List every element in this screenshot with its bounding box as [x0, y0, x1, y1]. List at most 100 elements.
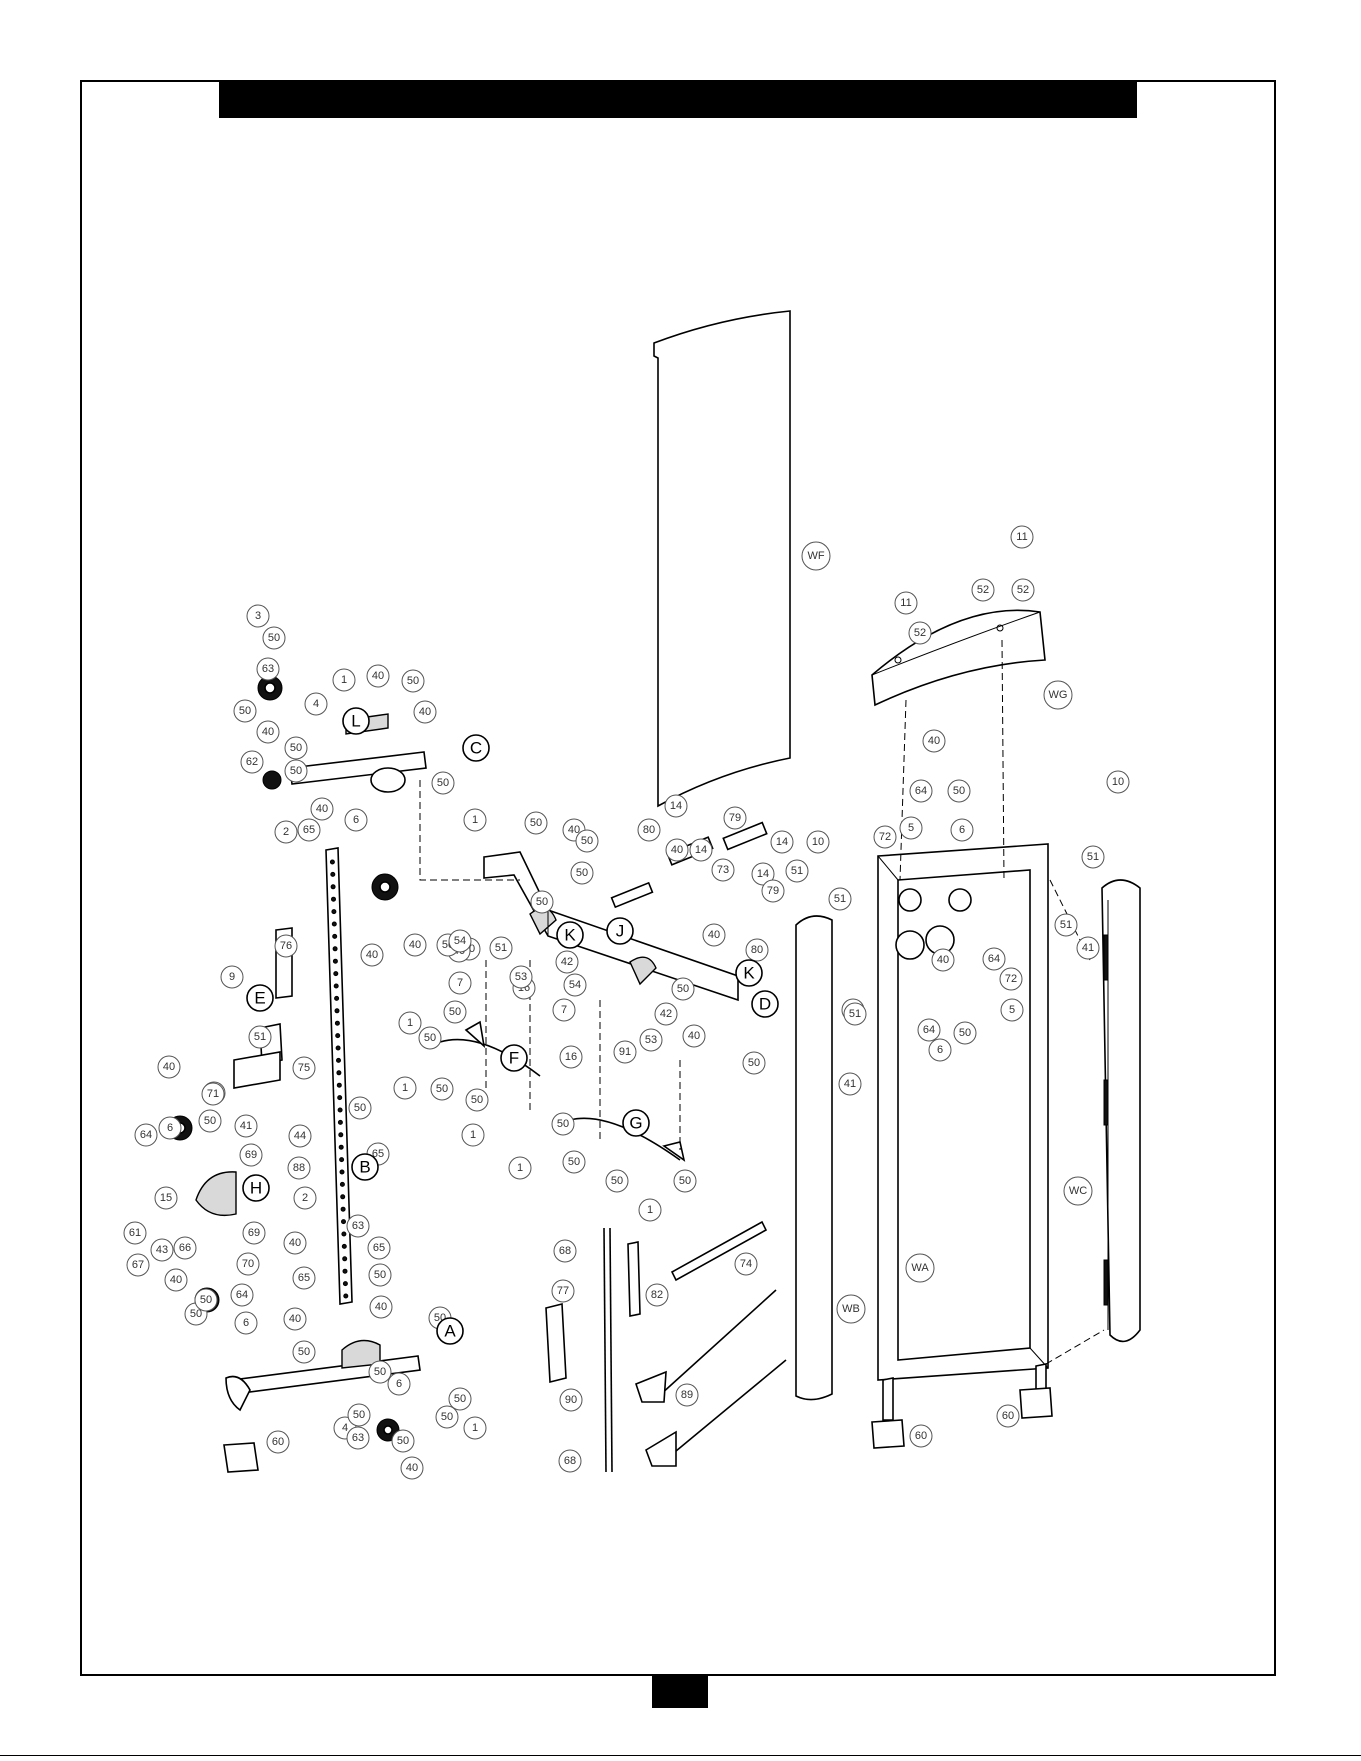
footer-rule	[0, 1755, 1361, 1756]
svg-text:F: F	[509, 1049, 519, 1068]
svg-text:50: 50	[677, 983, 689, 995]
svg-text:1: 1	[402, 1082, 408, 1094]
part-callout-72: 72	[999, 967, 1023, 991]
part-callout-3: 3	[246, 604, 270, 628]
svg-text:1: 1	[647, 1204, 653, 1216]
svg-text:54: 54	[454, 935, 466, 947]
svg-text:40: 40	[262, 726, 274, 738]
svg-text:63: 63	[352, 1432, 364, 1444]
svg-text:66: 66	[179, 1242, 191, 1254]
svg-text:50: 50	[354, 1102, 366, 1114]
part-callout-10: 10	[806, 830, 830, 854]
svg-text:50: 50	[204, 1115, 216, 1127]
part-callout-53: 53	[509, 965, 533, 989]
svg-text:40: 40	[671, 844, 683, 856]
part-callout-1: 1	[508, 1156, 532, 1180]
part-callout-1: 1	[398, 1011, 422, 1035]
part-callout-40: 40	[366, 664, 390, 688]
svg-text:14: 14	[757, 868, 769, 880]
svg-text:80: 80	[643, 824, 655, 836]
svg-text:41: 41	[240, 1120, 252, 1132]
part-callout-73: 73	[711, 858, 735, 882]
svg-text:65: 65	[303, 824, 315, 836]
column-hole	[338, 1144, 344, 1150]
part-callout-50: 50	[947, 779, 971, 803]
part-callout-50: 50	[401, 669, 425, 693]
svg-text:52: 52	[977, 584, 989, 596]
svg-text:50: 50	[441, 1411, 453, 1423]
part-callout-63: 63	[346, 1214, 370, 1238]
part-callout-40: 40	[283, 1307, 307, 1331]
svg-text:50: 50	[268, 632, 280, 644]
part-callout-50: 50	[431, 771, 455, 795]
svg-text:WF: WF	[807, 550, 824, 562]
svg-text:14: 14	[776, 836, 788, 848]
component-label-k: K	[556, 921, 584, 949]
part-callout-50: 50	[605, 1169, 629, 1193]
part-callout-51: 51	[785, 859, 809, 883]
part-callout-54: 54	[448, 929, 472, 953]
svg-text:40: 40	[409, 939, 421, 951]
svg-text:51: 51	[495, 942, 507, 954]
part-callout-41: 41	[234, 1114, 258, 1138]
part-callout-72: 72	[873, 825, 897, 849]
svg-text:89: 89	[681, 1389, 693, 1401]
column-hole	[336, 1057, 341, 1063]
svg-text:50: 50	[290, 742, 302, 754]
svg-text:K: K	[564, 926, 576, 945]
svg-text:65: 65	[372, 1148, 384, 1160]
part-callout-40: 40	[665, 838, 689, 862]
part-callout-40: 40	[922, 729, 946, 753]
part-callout-77: 77	[551, 1279, 575, 1303]
part-callout-89: 89	[675, 1383, 699, 1407]
part-callout-40: 40	[283, 1231, 307, 1255]
svg-text:50: 50	[437, 777, 449, 789]
svg-text:1: 1	[517, 1162, 523, 1174]
part-callout-42: 42	[555, 950, 579, 974]
svg-text:6: 6	[353, 814, 359, 826]
part-callout-51: 51	[828, 887, 852, 911]
part-callout-51: 51	[248, 1025, 272, 1049]
column-hole	[330, 884, 336, 890]
svg-text:65: 65	[373, 1242, 385, 1254]
part-callout-15: 15	[154, 1186, 178, 1210]
svg-text:40: 40	[163, 1061, 175, 1073]
part-callout-50: 50	[194, 1288, 218, 1312]
svg-text:WC: WC	[1069, 1185, 1087, 1197]
part-callout-40: 40	[403, 933, 427, 957]
svg-text:50: 50	[298, 1346, 310, 1358]
part-callout-51: 51	[843, 1002, 867, 1026]
part-callout-40: 40	[157, 1055, 181, 1079]
svg-text:D: D	[759, 995, 771, 1014]
part-callout-43: 43	[150, 1238, 174, 1262]
part-callout-53: 53	[639, 1028, 663, 1052]
svg-text:50: 50	[611, 1175, 623, 1187]
part-callout-50: 50	[673, 1169, 697, 1193]
part-callout-2: 2	[274, 820, 298, 844]
part-callout-61: 61	[123, 1221, 147, 1245]
svg-text:64: 64	[923, 1024, 935, 1036]
svg-text:51: 51	[1087, 851, 1099, 863]
svg-text:40: 40	[928, 735, 940, 747]
svg-text:15: 15	[160, 1192, 172, 1204]
column-hole	[331, 921, 337, 927]
component-label-b: B	[351, 1153, 379, 1181]
part-callout-14: 14	[664, 794, 688, 818]
part-callout-52: 52	[908, 621, 932, 645]
rear-shroud-wc	[1101, 879, 1141, 1343]
svg-text:40: 40	[688, 1030, 700, 1042]
part-callout-50: 50	[418, 1026, 442, 1050]
part-callout-50: 50	[742, 1051, 766, 1075]
svg-text:72: 72	[1005, 973, 1017, 985]
part-callout-50: 50	[465, 1088, 489, 1112]
svg-text:52: 52	[1017, 584, 1029, 596]
part-callout-50: 50	[562, 1150, 586, 1174]
part-callout-69: 69	[239, 1143, 263, 1167]
column-hole	[339, 1157, 345, 1163]
part-callout-41: 41	[1076, 936, 1100, 960]
svg-text:6: 6	[396, 1378, 402, 1390]
title-bar	[219, 80, 1137, 118]
frame-callout-wb: WB	[836, 1294, 866, 1324]
part-callout-69: 69	[242, 1221, 266, 1245]
svg-text:40: 40	[289, 1237, 301, 1249]
